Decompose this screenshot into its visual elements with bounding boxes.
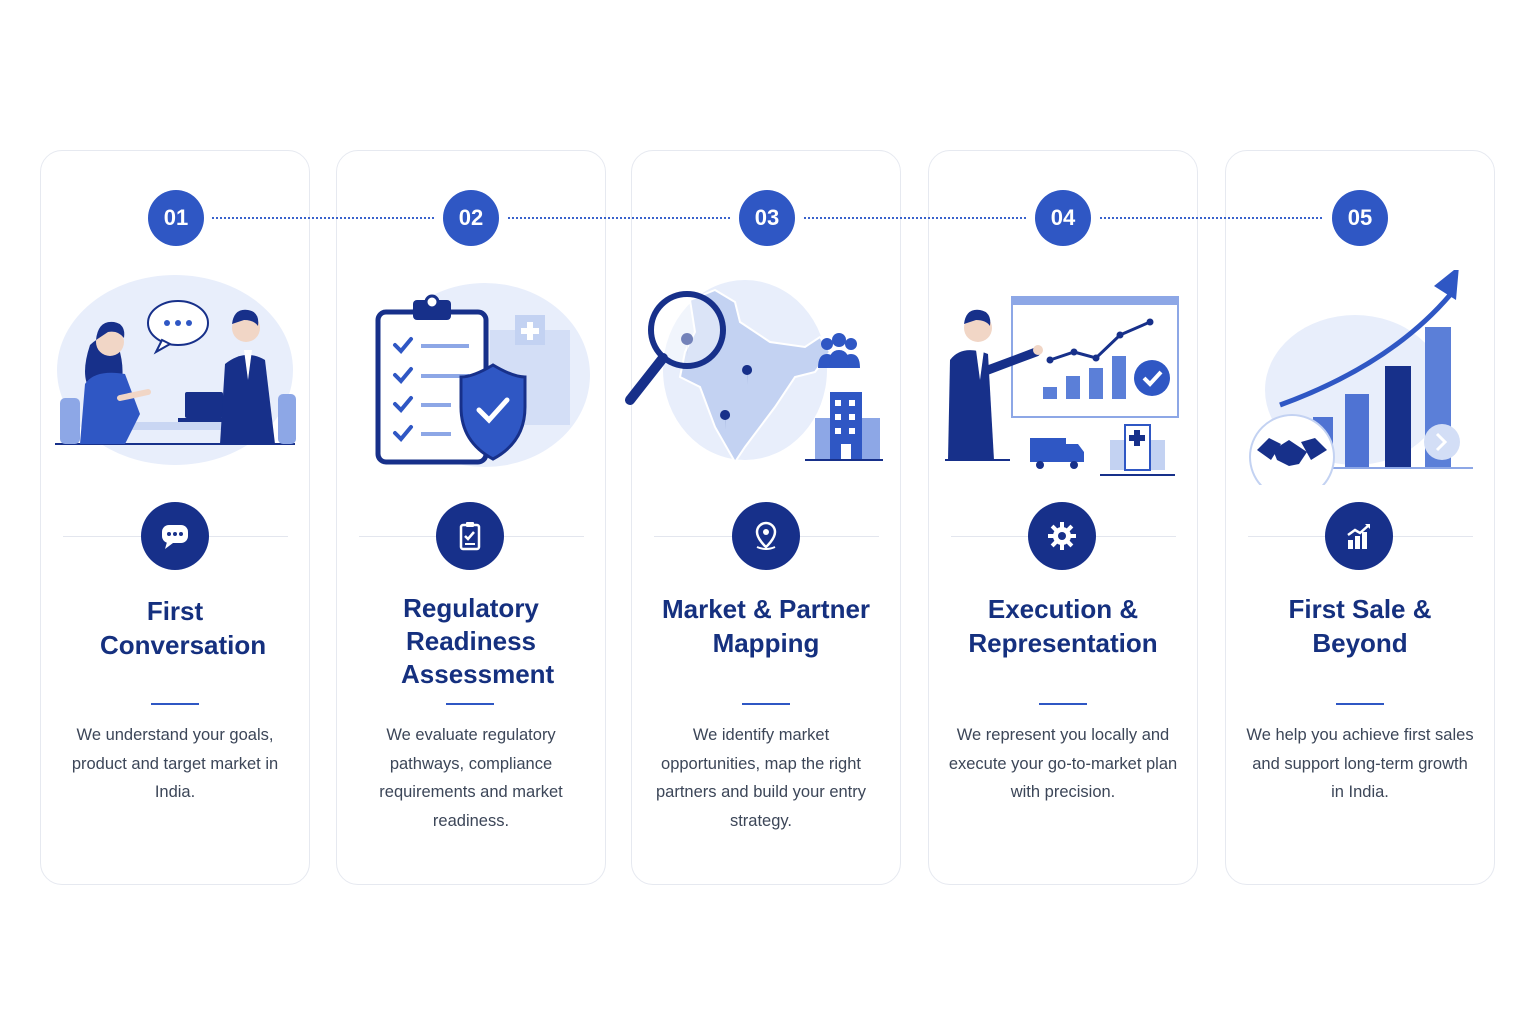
title-underline — [151, 703, 199, 705]
step-title: First Sale & Beyond — [1288, 594, 1432, 658]
step-description: We identify market opportunities, map th… — [655, 726, 867, 830]
step-description: We help you achieve first sales and supp… — [1246, 726, 1474, 801]
step-number-badge: 04 — [1035, 190, 1091, 246]
checklist-shield-illustration — [345, 270, 595, 485]
step-number-badge: 01 — [148, 190, 204, 246]
step-title: Execution & Representation — [968, 594, 1158, 658]
meeting-illustration — [50, 270, 300, 485]
gear-icon — [1028, 502, 1096, 570]
handshake-growth-illustration — [1235, 266, 1485, 500]
connector-line — [212, 217, 434, 219]
title-underline — [1336, 703, 1384, 705]
step-title: Regulatory Readiness Assessment — [401, 593, 555, 689]
connector-line — [804, 217, 1026, 219]
india-map-illustration — [625, 270, 883, 485]
growth-chart-icon — [1325, 502, 1393, 570]
step-number-badge: 05 — [1332, 190, 1388, 246]
connector-line — [1100, 217, 1322, 219]
step-number-badge: 02 — [443, 190, 499, 246]
location-pin-icon — [732, 502, 800, 570]
title-underline — [742, 703, 790, 705]
step-number-badge: 03 — [739, 190, 795, 246]
connector-line — [508, 217, 730, 219]
step-description: We understand your goals, product and ta… — [71, 726, 279, 801]
presentation-illustration — [940, 270, 1190, 485]
title-underline — [1039, 703, 1087, 705]
step-description: We evaluate regulatory pathways, complia… — [379, 726, 563, 830]
step-description: We represent you locally and execute you… — [948, 726, 1178, 801]
title-underline — [446, 703, 494, 705]
step-title: First Conversation — [100, 596, 267, 660]
clipboard-check-icon — [436, 502, 504, 570]
step-title: Market & Partner Mapping — [661, 594, 871, 658]
chat-icon — [141, 502, 209, 570]
